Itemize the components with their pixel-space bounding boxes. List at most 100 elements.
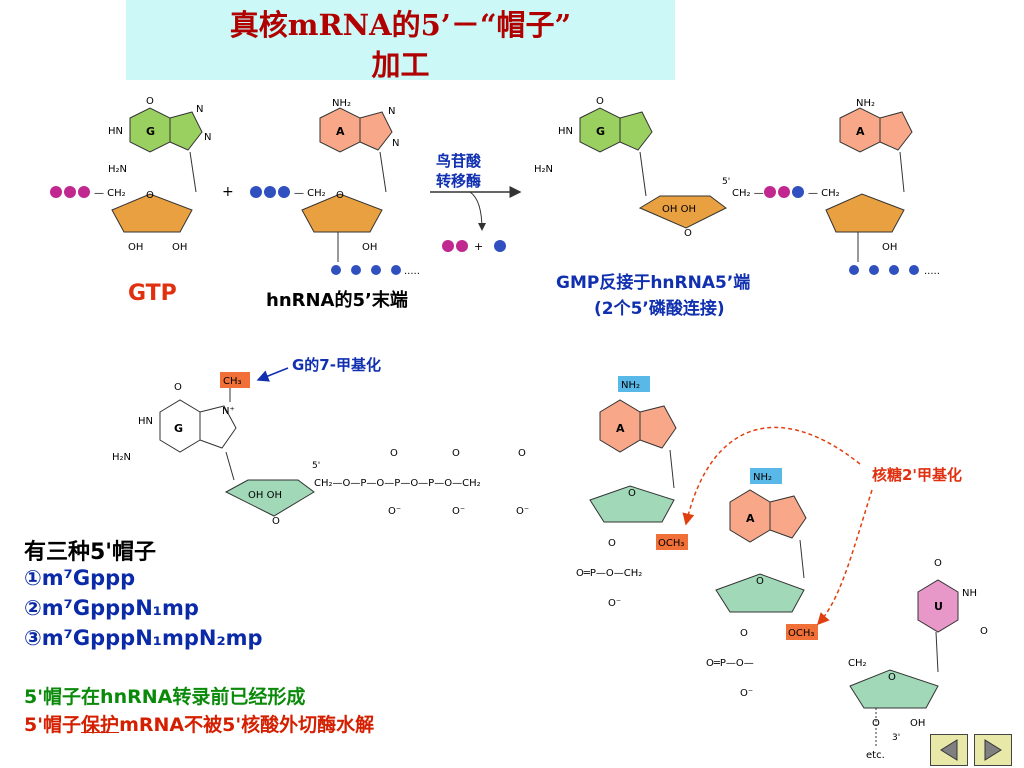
svg-text:NH₂: NH₂ — [856, 98, 875, 109]
nh2-label-1: NH₂ — [621, 380, 640, 391]
cap-type-2: ②m⁷GpppN₁mp — [24, 596, 199, 620]
ribose-methyl-arrow-1 — [682, 426, 861, 526]
svg-text:5': 5' — [312, 461, 320, 471]
cap-methylguanine-base: G O HN H₂N N⁺ — [112, 372, 250, 463]
svg-text:O═P—O—CH₂: O═P—O—CH₂ — [576, 568, 642, 579]
cap-types-heading: 有三种5'帽子 — [24, 540, 157, 565]
cap-type-1-text: m⁷Gppp — [41, 566, 136, 590]
svg-text:O: O — [146, 190, 154, 201]
och3-label-2: OCH₃ — [788, 628, 814, 639]
hnrna-5-end-label: hnRNA的5’末端 — [266, 289, 408, 311]
svg-text:O: O — [390, 448, 398, 459]
svg-text:G: G — [174, 422, 183, 435]
ribose-methyl-arrow-2 — [816, 489, 873, 626]
svg-text:— CH₂: — CH₂ — [294, 188, 326, 199]
svg-text:OH: OH — [362, 242, 377, 253]
svg-text:A: A — [856, 125, 865, 138]
product-chain: ..... — [849, 265, 940, 277]
svg-text:+: + — [474, 240, 483, 253]
svg-text:O: O — [888, 672, 896, 683]
svg-text:O⁻: O⁻ — [516, 506, 529, 517]
cap-type-3: ③m⁷GpppN₁mpN₂mp — [24, 626, 263, 650]
cap-type-1: ①m⁷Gppp — [24, 566, 135, 590]
svg-text:O: O — [272, 516, 280, 527]
hnrna-ribose: O OH — [301, 190, 383, 262]
svg-text:O: O — [740, 628, 748, 639]
svg-text:5': 5' — [722, 177, 730, 187]
svg-text:O: O — [934, 558, 942, 569]
hnrna-triphosphate: — CH₂ — [250, 186, 326, 199]
svg-text:O: O — [608, 538, 616, 549]
svg-text:A: A — [746, 512, 755, 525]
note-cap-protection: 5'帽子保护mRNA不被5'核酸外切酶水解 — [24, 710, 374, 737]
product-ribose: OH — [825, 193, 905, 262]
svg-text:O: O — [980, 626, 988, 637]
svg-text:A: A — [336, 125, 345, 138]
svg-text:O: O — [518, 448, 526, 459]
next-slide-button[interactable] — [974, 734, 1012, 766]
ribose-methylation-label: 核糖2'甲基化 — [872, 466, 962, 484]
svg-text:U: U — [934, 600, 943, 613]
cap-ribose-2: O — [715, 573, 818, 640]
slide-title-line-2: 加工 — [371, 48, 430, 82]
svg-text:HN: HN — [138, 416, 153, 427]
svg-text:A: A — [616, 422, 625, 435]
ch3-group-label: CH₃ — [223, 376, 242, 387]
triangle-right-icon — [984, 739, 1002, 761]
note-cap-formation: 5'帽子在hnRNA转录前已经形成 — [24, 686, 306, 708]
hnrna-adenine-base: A NH₂ N N — [319, 98, 399, 153]
enzyme-label-line-2: 转移酶 — [436, 172, 481, 190]
three-prime-label: 3' — [892, 733, 900, 743]
svg-text:O: O — [596, 96, 604, 107]
svg-text:H₂N: H₂N — [534, 164, 553, 175]
cap-adenine-1: A — [599, 376, 677, 453]
slide-title-line-1: 真核mRNA的5’－“帽子” — [229, 8, 572, 42]
och3-label-1: OCH₃ — [658, 538, 684, 549]
nh2-label-2: NH₂ — [753, 472, 772, 483]
svg-text:OH OH: OH OH — [662, 204, 696, 215]
svg-text:N: N — [388, 106, 395, 117]
product-adenine-base: A NH₂ — [839, 98, 913, 153]
svg-text:G: G — [146, 125, 155, 138]
note-red-suffix: mRNA不被5'核酸外切酶水解 — [119, 714, 375, 736]
gtp-triphosphate: — CH₂ — [50, 186, 126, 199]
gtp-ribose: O OH OH — [111, 190, 193, 253]
g7-methyl-arrow — [256, 367, 289, 382]
product-guanine-base: G O HN H₂N — [534, 96, 653, 175]
cap-ribose-1: O — [589, 485, 688, 550]
svg-text:CH₂—O—P—O—P—O—P—O—CH₂: CH₂—O—P—O—P—O—P—O—CH₂ — [314, 478, 481, 489]
cap-inverted-ribose: OH OH O 5' — [224, 461, 320, 527]
cap-type-1-num: ① — [24, 566, 42, 590]
svg-text:O: O — [336, 190, 344, 201]
cap-ribose-3: O OH O — [849, 669, 939, 748]
svg-text:O: O — [756, 576, 764, 587]
previous-slide-button[interactable] — [930, 734, 968, 766]
note-red-prefix: 5'帽子 — [24, 714, 82, 736]
cap-adenine-2: A — [729, 468, 807, 543]
g7-methylation-label: G的7-甲基化 — [292, 356, 381, 374]
title-box: 真核mRNA的5’－“帽子” 加工 — [126, 0, 675, 82]
gtp-label: GTP — [128, 281, 177, 306]
svg-text:OH OH: OH OH — [248, 490, 282, 501]
svg-text:OH: OH — [128, 242, 143, 253]
enzyme-label-line-1: 鸟苷酸 — [436, 152, 482, 170]
cap-type-3-num: ③ — [24, 626, 42, 650]
svg-text:.....: ..... — [924, 266, 940, 277]
note-red-underlined: 保护 — [81, 714, 120, 736]
svg-text:— CH₂: — CH₂ — [808, 188, 840, 199]
svg-text:NH₂: NH₂ — [332, 98, 351, 109]
gtp-guanine-base: G O HN H₂N N N — [108, 96, 211, 175]
svg-text:O═P—O—: O═P—O— — [706, 658, 754, 669]
product-label-line-1: GMP反接于hnRNA5’端 — [556, 272, 750, 293]
cap-type-2-text: m⁷GpppN₁mp — [41, 596, 199, 620]
svg-text:OH: OH — [910, 718, 925, 729]
triangle-left-icon — [940, 739, 958, 761]
svg-text:O⁻: O⁻ — [608, 598, 621, 609]
svg-text:O: O — [872, 718, 880, 729]
product-label-line-2: (2个5’磷酸连接) — [594, 298, 725, 319]
byproducts: + — [442, 240, 506, 253]
svg-text:CH₂ —: CH₂ — — [732, 188, 764, 199]
svg-text:OH: OH — [882, 242, 897, 253]
cap-uracil-base: U O NH O — [917, 558, 988, 637]
